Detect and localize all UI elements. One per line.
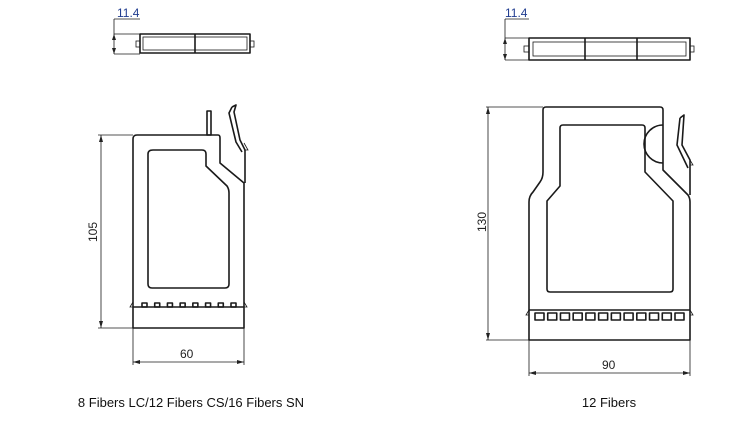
connector-slot [648, 312, 660, 321]
connector-slot [141, 302, 148, 308]
connector-slot [572, 312, 583, 321]
left-connector-slots [141, 302, 237, 308]
left-width-dim: 60 [180, 347, 194, 361]
connector-slot [192, 302, 199, 308]
left-height-dim: 105 [86, 222, 100, 242]
right-width-dim: 90 [602, 358, 616, 372]
left-top-view [112, 18, 255, 55]
right-top-view [503, 18, 695, 61]
connector-slot [674, 312, 685, 321]
left-height-dimension [98, 134, 133, 329]
connector-slot [204, 302, 212, 308]
connector-slot [179, 302, 186, 308]
connector-slot [597, 312, 609, 321]
right-thickness-dim: 11.4 [505, 6, 528, 20]
connector-slot [230, 302, 237, 308]
right-front-view [525, 106, 694, 341]
connector-slot [153, 302, 161, 308]
right-height-dim: 130 [475, 212, 489, 232]
connector-slot [534, 312, 545, 321]
connector-slot [610, 312, 622, 321]
connector-slot [623, 312, 634, 321]
connector-slot [559, 312, 571, 321]
right-width-dimension [528, 340, 691, 376]
connector-slot [585, 312, 596, 321]
left-width-dimension [132, 328, 245, 365]
connector-slot [636, 312, 647, 321]
left-thickness-dim: 11.4 [117, 6, 140, 20]
right-caption: 12 Fibers [582, 395, 637, 410]
connector-slot [546, 312, 558, 321]
right-height-dimension [486, 106, 543, 341]
connector-slot [661, 312, 673, 321]
connector-slot [217, 302, 225, 308]
right-connector-slots [534, 312, 685, 321]
left-caption: 8 Fibers LC/12 Fibers CS/16 Fibers SN [78, 395, 304, 410]
connector-slot [166, 302, 174, 308]
left-front-view [129, 104, 249, 329]
